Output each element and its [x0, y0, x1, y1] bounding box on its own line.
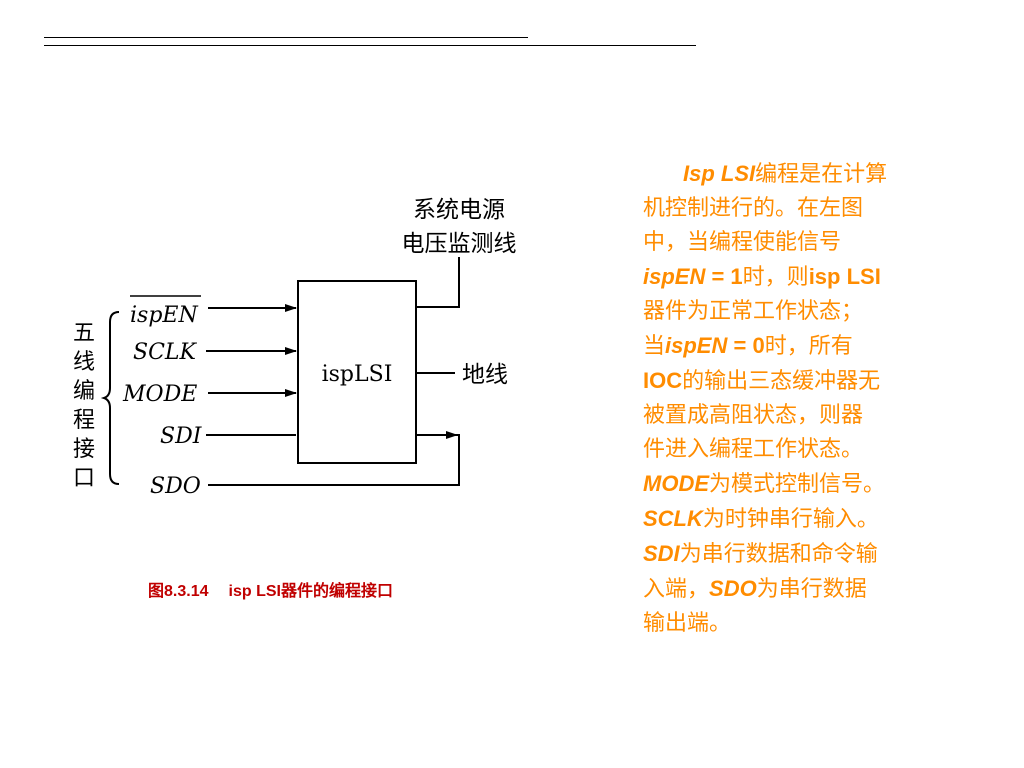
- signal-label-sdi: SDI: [160, 424, 203, 449]
- desc-line-10: MODE为模式控制信号。: [643, 471, 886, 497]
- chip-box: [297, 280, 417, 464]
- figure-caption: 图8.3.14 isp LSI器件的编程接口: [148, 577, 393, 601]
- figure-title-cjk: 器件的编程接口: [280, 583, 393, 600]
- ground-label: 地线: [462, 362, 508, 388]
- supply-label-line1: 系统电源: [413, 197, 505, 223]
- desc-line-13: 入端，SDO为串行数据: [643, 576, 867, 602]
- interface-label-char-3: 编: [73, 379, 95, 404]
- desc-line-12: SDI为串行数据和命令输: [643, 541, 878, 567]
- interface-label-char-1: 五: [73, 321, 95, 346]
- desc-line-9: 件进入编程工作状态。: [643, 437, 864, 462]
- desc-line-3: 中，当编程使能信号: [643, 230, 842, 255]
- signal-label-ispen: ispEN: [130, 303, 198, 328]
- interface-brace: [100, 311, 120, 485]
- signal-label-sdo: SDO: [150, 474, 201, 499]
- signal-label-sclk: SCLK: [133, 340, 198, 365]
- desc-line-11: SCLK为时钟串行输入。: [643, 506, 879, 532]
- figure-title-latin: isp LSI: [228, 583, 281, 600]
- supply-label-line2: 电压监测线: [402, 231, 517, 257]
- supply-monitor-line: [416, 257, 460, 308]
- chip-label: ispLSI: [322, 362, 393, 387]
- desc-line-14: 输出端。: [643, 611, 732, 636]
- interface-label-char-6: 口: [73, 466, 95, 491]
- description-text: Isp LSI编程是在计算 机控制进行的。在左图 中，当编程使能信号 ispEN…: [643, 157, 963, 641]
- header-rule-top: [44, 37, 528, 38]
- figure-number: 图8.3.14: [148, 583, 209, 600]
- desc-line-2: 机控制进行的。在左图: [643, 196, 864, 221]
- desc-line-5: 器件为正常工作状态；: [643, 299, 864, 324]
- desc-line-6: 当ispEN = 0时，所有: [643, 333, 853, 359]
- interface-label-char-4: 程: [73, 408, 95, 433]
- desc-line-8: 被置成高阻状态，则器: [643, 403, 864, 428]
- signal-label-mode: MODE: [122, 382, 197, 407]
- desc-line-7: IOC的输出三态缓冲器无: [643, 368, 881, 394]
- desc-line-1: Isp LSI编程是在计算: [683, 161, 888, 187]
- interface-label-char-5: 接: [73, 437, 95, 462]
- header-rule-bottom: [44, 45, 696, 46]
- interface-label-char-2: 线: [73, 350, 95, 375]
- desc-line-4: ispEN = 1时，则isp LSI: [643, 264, 881, 290]
